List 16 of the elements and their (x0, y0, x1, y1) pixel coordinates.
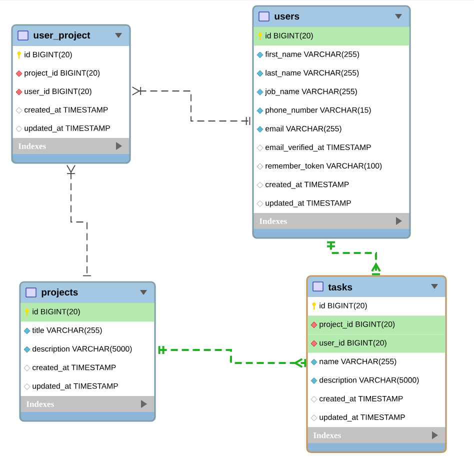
indexes-bar: Indexes (12, 138, 130, 154)
relationship-line (66, 164, 92, 276)
table-box (11, 24, 131, 164)
table-box (306, 275, 447, 453)
indexes-bar: Indexes (20, 396, 154, 412)
relationship-line (132, 86, 250, 126)
table-name: users (274, 14, 300, 20)
indexes-bar: Indexes (308, 427, 446, 444)
table-name: projects (42, 288, 78, 298)
table-box (19, 281, 156, 422)
indexes-bar: Indexes (254, 213, 410, 229)
table-name: user_project (34, 32, 90, 40)
table-name: tasks (328, 284, 352, 290)
relationship-line (158, 346, 306, 368)
table-box (252, 5, 411, 239)
relationship-line (327, 241, 381, 276)
